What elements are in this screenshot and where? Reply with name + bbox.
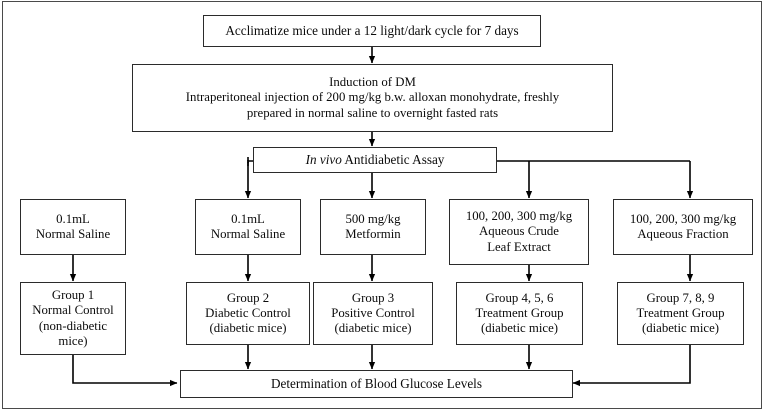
node-dose-crude-leaf-extract: 100, 200, 300 mg/kg Aqueous Crude Leaf E… <box>449 199 589 265</box>
node-group-789-label: Group 7, 8, 9 Treatment Group (diabetic … <box>636 290 725 336</box>
node-dose-normal-saline-1: 0.1mL Normal Saline <box>20 199 126 255</box>
node-dose-5-label: 100, 200, 300 mg/kg Aqueous Fraction <box>629 211 737 241</box>
node-dose-1-label: 0.1mL Normal Saline <box>35 211 111 241</box>
node-induction-line-3: prepared in normal saline to overnight f… <box>246 105 499 120</box>
node-group-1-label: Group 1 Normal Control (non-diabetic mic… <box>32 288 114 348</box>
node-dose-aqueous-fraction: 100, 200, 300 mg/kg Aqueous Fraction <box>613 199 753 255</box>
node-group-3-label: Group 3 Positive Control (diabetic mice) <box>331 290 415 336</box>
node-group-3: Group 3 Positive Control (diabetic mice) <box>313 282 433 345</box>
node-dose-3-label: 500 mg/kg Metformin <box>345 211 401 241</box>
node-induction-line-2: Intraperitoneal injection of 200 mg/kg b… <box>185 90 560 105</box>
node-acclimatize-label: Acclimatize mice under a 12 light/dark c… <box>225 23 519 39</box>
node-group-2: Group 2 Diabetic Control (diabetic mice) <box>186 282 310 345</box>
node-dose-normal-saline-2: 0.1mL Normal Saline <box>195 199 301 255</box>
node-outcome-label: Determination of Blood Glucose Levels <box>271 376 482 392</box>
connector-group1-to-outcome <box>72 355 178 387</box>
node-group-456: Group 4, 5, 6 Treatment Group (diabetic … <box>456 282 583 345</box>
node-dose-4-label: 100, 200, 300 mg/kg Aqueous Crude Leaf E… <box>465 209 573 254</box>
node-group-456-label: Group 4, 5, 6 Treatment Group (diabetic … <box>475 290 564 336</box>
node-induction: Induction of DM Intraperitoneal injectio… <box>132 64 613 132</box>
node-group-1: Group 1 Normal Control (non-diabetic mic… <box>20 282 126 355</box>
node-in-vivo-assay: In vivo Antidiabetic Assay <box>253 147 497 173</box>
node-assay-roman-label: Antidiabetic Assay <box>341 152 445 168</box>
connector-group789-to-outcome <box>572 345 691 387</box>
node-acclimatize: Acclimatize mice under a 12 light/dark c… <box>203 15 541 47</box>
node-outcome-blood-glucose: Determination of Blood Glucose Levels <box>180 370 573 398</box>
node-assay-italic-label: In vivo <box>305 152 342 168</box>
node-group-789: Group 7, 8, 9 Treatment Group (diabetic … <box>617 282 744 345</box>
node-dose-2-label: 0.1mL Normal Saline <box>210 211 286 241</box>
node-group-2-label: Group 2 Diabetic Control (diabetic mice) <box>205 290 291 336</box>
node-induction-line-1: Induction of DM <box>329 75 416 90</box>
connector-assay-left-to-col2 <box>244 160 253 199</box>
node-dose-metformin: 500 mg/kg Metformin <box>320 199 426 255</box>
